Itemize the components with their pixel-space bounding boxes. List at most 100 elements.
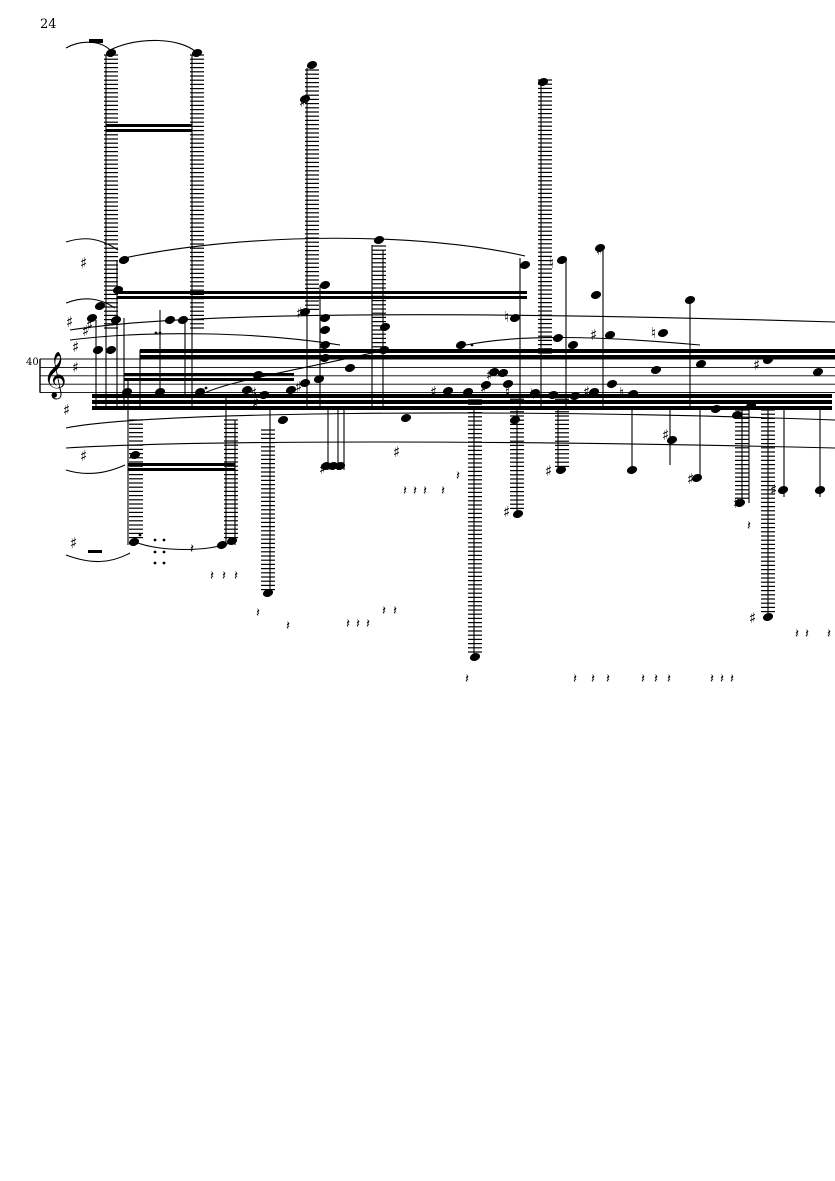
- augmentation-dot: [162, 561, 166, 565]
- accidentals: ♯♯♯♯♯♯♯♯♯♯♯♯♯♯♯♯♯♯♯♯♯♯♯♯♯♯♯♯♯♮♮♮♮♮♮: [63, 93, 777, 627]
- notehead-icon: [502, 380, 514, 388]
- notehead-icon: [650, 366, 662, 374]
- sharp-icon: ♯: [72, 360, 79, 376]
- sharp-icon: ♯: [545, 462, 552, 480]
- sharp-icon: ♯: [753, 356, 760, 374]
- notehead-icon: [604, 331, 616, 339]
- sharp-icon: ♯: [63, 401, 70, 419]
- notehead-icon: [94, 302, 106, 310]
- quarter-rest-icon: 𝄽: [465, 672, 469, 687]
- beam: [140, 355, 835, 359]
- notehead-icon: [455, 341, 467, 349]
- notehead-icon: [258, 391, 270, 399]
- beams: [88, 39, 835, 553]
- augmentation-dot: [153, 550, 157, 554]
- quarter-rest-icon: 𝄽: [441, 484, 445, 499]
- notehead-icon: [252, 371, 264, 379]
- notehead-icon: [509, 416, 521, 424]
- notehead-icon: [684, 296, 696, 304]
- rests: 𝄽𝄽𝄽𝄽𝄽𝄽𝄽𝄽𝄽𝄽𝄽𝄽𝄽𝄽𝄽𝄽𝄽𝄽𝄽𝄽𝄽𝄽𝄽𝄽𝄽𝄽𝄽𝄽𝄽𝄽: [190, 469, 831, 687]
- slur: [69, 333, 341, 346]
- slur: [199, 349, 386, 396]
- quarter-rest-icon: 𝄽: [641, 672, 645, 687]
- beam: [117, 291, 527, 294]
- natural-icon: ♮: [530, 385, 535, 403]
- noteheads: [86, 49, 826, 661]
- quarter-rest-icon: 𝄽: [827, 627, 831, 642]
- sharp-icon: ♯: [733, 494, 740, 512]
- sharp-icon: ♯: [70, 534, 77, 552]
- sharp-icon: ♯: [72, 338, 79, 356]
- notehead-icon: [512, 510, 524, 518]
- notehead-icon: [110, 316, 122, 324]
- slur: [109, 39, 197, 53]
- svg-text:𝄞: 𝄞: [43, 352, 67, 400]
- notehead-icon: [373, 236, 385, 244]
- sharp-icon: ♯: [296, 304, 303, 322]
- notehead-icon: [112, 286, 124, 294]
- slur: [465, 336, 701, 346]
- quarter-rest-icon: 𝄽: [366, 617, 370, 632]
- natural-icon: ♮: [549, 254, 554, 272]
- beam: [140, 349, 835, 353]
- notehead-icon: [400, 414, 412, 422]
- whole-rest-icon: [89, 39, 103, 43]
- beam: [92, 400, 832, 404]
- natural-icon: ♮: [505, 383, 510, 401]
- notehead-icon: [509, 314, 521, 322]
- notehead-icon: [594, 244, 606, 252]
- notehead-icon: [277, 416, 289, 424]
- sharp-icon: ♯: [252, 394, 259, 412]
- sharp-icon: ♯: [770, 481, 777, 499]
- sharp-icon: ♯: [662, 426, 669, 444]
- notehead-icon: [128, 538, 140, 546]
- notehead-icon: [216, 541, 228, 549]
- notehead-icon: [306, 61, 318, 69]
- whole-rest-icon: [88, 550, 102, 553]
- sharp-icon: ♯: [583, 383, 590, 401]
- quarter-rest-icon: 𝄽: [720, 672, 724, 687]
- notehead-icon: [442, 387, 454, 395]
- sharp-icon: ♯: [430, 383, 437, 401]
- notehead-icon: [606, 380, 618, 388]
- sharp-icon: ♯: [687, 470, 694, 488]
- quarter-rest-icon: 𝄽: [356, 617, 360, 632]
- notehead-icon: [226, 537, 238, 545]
- notehead-icon: [319, 326, 331, 334]
- beam: [124, 378, 294, 381]
- notehead-icon: [299, 379, 311, 387]
- notehead-icon: [488, 368, 500, 376]
- beam: [92, 394, 832, 398]
- notehead-icon: [480, 381, 492, 389]
- notehead-icon: [319, 354, 331, 362]
- notehead-icon: [92, 346, 104, 354]
- notehead-icon: [731, 411, 743, 419]
- notehead-icon: [121, 388, 133, 396]
- quarter-rest-icon: 𝄽: [747, 519, 751, 534]
- notehead-icon: [812, 368, 824, 376]
- notehead-icon: [627, 390, 639, 398]
- notehead-icon: [547, 391, 559, 399]
- slur: [69, 314, 835, 331]
- slur: [65, 238, 119, 251]
- augmentation-dot: [204, 386, 208, 390]
- natural-icon: ♮: [619, 384, 624, 402]
- sharp-icon: ♯: [295, 378, 302, 396]
- notehead-icon: [313, 375, 325, 383]
- beam: [92, 406, 832, 410]
- sharp-icon: ♯: [66, 313, 73, 331]
- notehead-icon: [105, 346, 117, 354]
- notehead-icon: [319, 281, 331, 289]
- sharp-icon: ♯: [480, 379, 487, 397]
- beam: [128, 463, 235, 466]
- sharp-icon: ♯: [319, 460, 326, 478]
- quarter-rest-icon: 𝄽: [654, 672, 658, 687]
- augmentation-dot: [138, 533, 142, 537]
- notehead-icon: [299, 308, 311, 316]
- slur: [65, 298, 116, 309]
- augmentation-dot: [162, 538, 166, 542]
- notehead-icon: [777, 486, 789, 494]
- augmentation-dot: [153, 538, 157, 542]
- augmentation-dot: [470, 343, 474, 347]
